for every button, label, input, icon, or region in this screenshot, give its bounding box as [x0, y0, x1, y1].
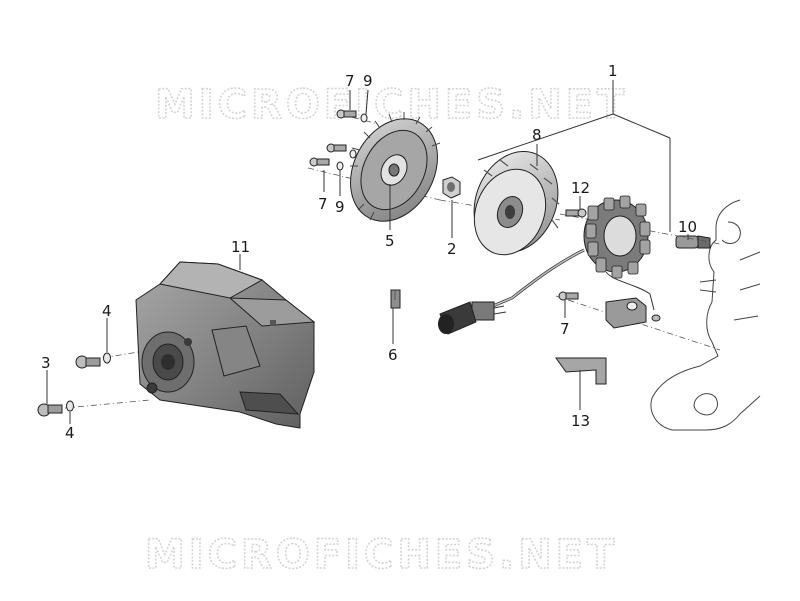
- callout-13: 13: [571, 412, 590, 430]
- callout-2: 2: [447, 240, 457, 258]
- callout-1: 1: [608, 62, 618, 80]
- part-6-clip: [390, 289, 401, 309]
- part-3-screw-lower: [37, 403, 63, 417]
- part-9-washer-fan-low: [336, 161, 344, 171]
- part-1-stator: [438, 195, 661, 335]
- part-7-screw-pickup: [558, 291, 579, 301]
- callout-4-upper: 4: [102, 302, 112, 320]
- part-13-bracket: [555, 357, 607, 385]
- part-4-washer-lower: [66, 400, 74, 412]
- callout-6: 6: [388, 346, 398, 364]
- callout-7-bottom: 7: [318, 195, 328, 213]
- leader-lines: [46, 80, 689, 424]
- callout-3: 3: [41, 354, 51, 372]
- part-9-washer-fan-top: [360, 113, 368, 123]
- callout-4-lower: 4: [65, 424, 75, 442]
- part-9-washer-fan-mid: [349, 149, 357, 159]
- part-7-screw-fan-top: [336, 109, 357, 119]
- part-10-pickup: [675, 235, 711, 249]
- callout-10: 10: [678, 218, 697, 236]
- part-4-washer-upper: [103, 352, 111, 364]
- part-7-screw-fan-low: [309, 157, 330, 167]
- callout-12: 12: [571, 179, 590, 197]
- callout-11: 11: [231, 238, 250, 256]
- part-8-flywheel: [473, 151, 560, 256]
- watermark-top: MICROFICHES.NET: [155, 82, 628, 128]
- part-7-screw-fan-mid: [326, 143, 347, 153]
- callout-5: 5: [385, 232, 395, 250]
- part-3-screw-upper: [75, 355, 101, 369]
- callout-7-pickup: 7: [560, 320, 570, 338]
- part-12-screw: [565, 208, 587, 218]
- callout-9-bottom: 9: [335, 198, 345, 216]
- engine-case-outline: [650, 199, 761, 431]
- part-5-fan: [350, 112, 441, 222]
- callout-7-top: 7: [345, 72, 355, 90]
- callout-labels: 1 2 3 4 4 5 6 7 7 7 8 9 9 10 11 12 13: [41, 62, 697, 442]
- part-2-nut: [442, 176, 461, 199]
- callout-9-top: 9: [363, 72, 373, 90]
- callout-8: 8: [532, 126, 542, 144]
- watermark-bottom: MICROFICHES.NET: [145, 532, 618, 578]
- part-11-cover-housing: [135, 261, 316, 429]
